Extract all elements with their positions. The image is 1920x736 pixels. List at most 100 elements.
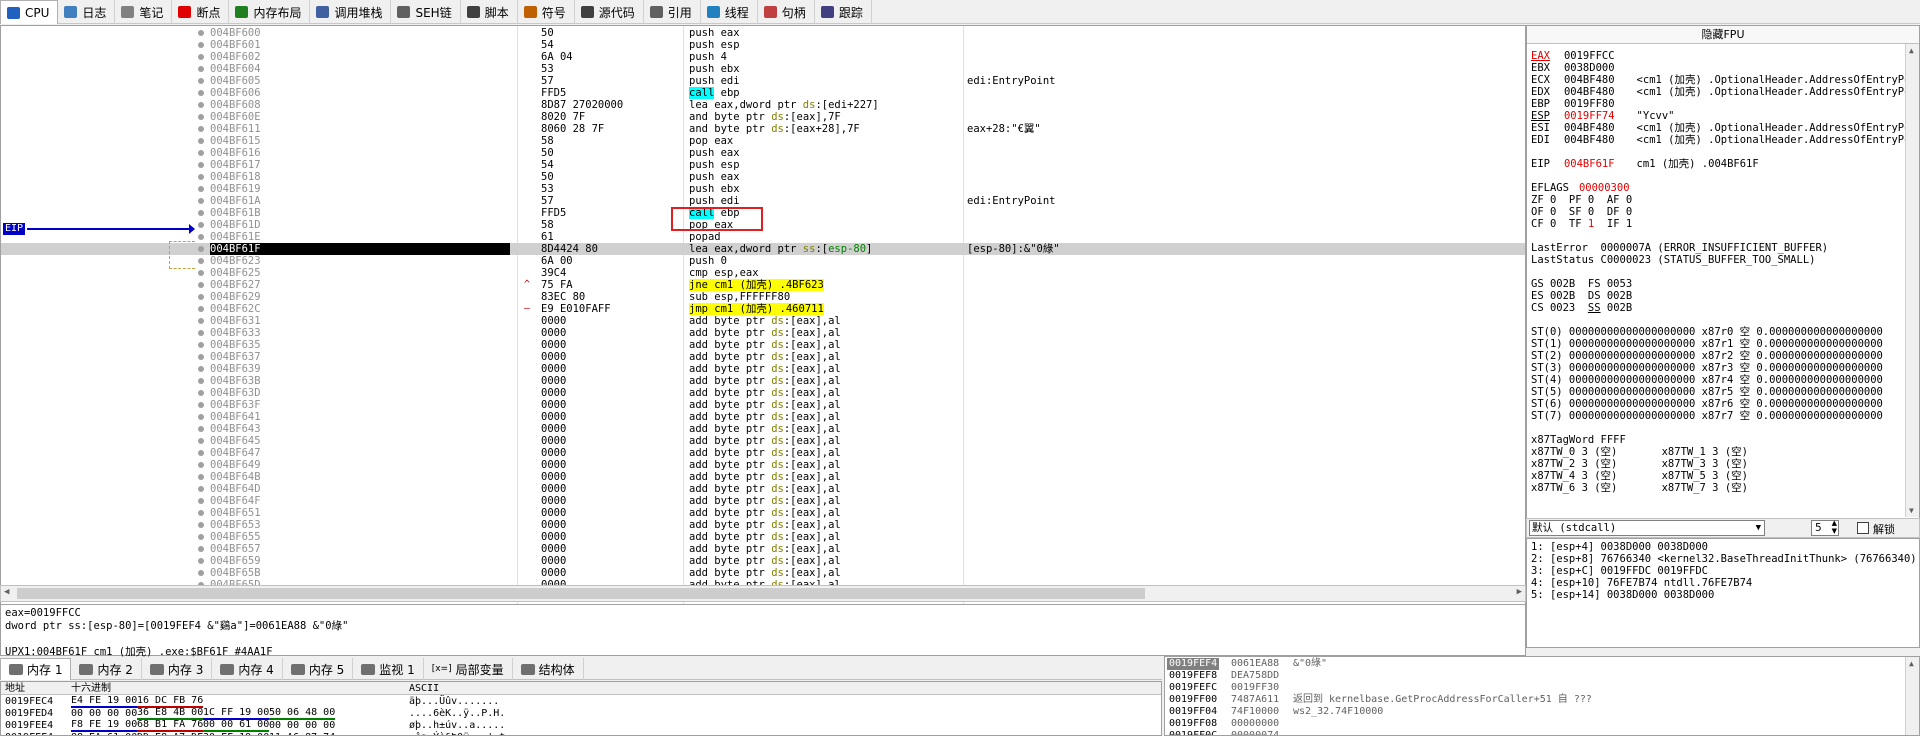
breakpoint-dot-icon[interactable]: [198, 534, 204, 540]
breakpoint-dot-icon[interactable]: [198, 546, 204, 552]
breakpoint-dot-icon[interactable]: [198, 210, 204, 216]
scroll-left-icon[interactable]: ◀: [4, 587, 10, 597]
reg-name-eax[interactable]: EAX: [1531, 50, 1550, 62]
tab-cpu[interactable]: CPU: [0, 0, 59, 24]
breakpoint-dot-icon[interactable]: [198, 558, 204, 564]
breakpoint-dot-icon[interactable]: [198, 486, 204, 492]
breakpoint-dot-icon[interactable]: [198, 366, 204, 372]
reg-name-ebp[interactable]: EBP: [1531, 98, 1550, 110]
reg-value-ecx[interactable]: 004BF480: [1563, 74, 1615, 86]
breakpoint-dot-icon[interactable]: [198, 474, 204, 480]
breakpoint-dot-icon[interactable]: [198, 138, 204, 144]
breakpoint-dot-icon[interactable]: [198, 114, 204, 120]
scroll-right-icon[interactable]: ▶: [1516, 587, 1522, 597]
breakpoint-dot-icon[interactable]: [198, 522, 204, 528]
scroll-up-icon[interactable]: ▲: [1909, 659, 1914, 668]
breakpoint-dot-icon[interactable]: [198, 306, 204, 312]
breakpoint-dot-icon[interactable]: [198, 378, 204, 384]
breakpoint-dot-icon[interactable]: [198, 390, 204, 396]
breakpoint-dot-icon[interactable]: [198, 330, 204, 336]
call-convention-select[interactable]: 默认 (stdcall) ▼: [1529, 520, 1765, 536]
breakpoint-dot-icon[interactable]: [198, 174, 204, 180]
breakpoint-dot-icon[interactable]: [198, 270, 204, 276]
reg-name-ebx[interactable]: EBX: [1531, 62, 1550, 74]
breakpoint-dot-icon[interactable]: [198, 54, 204, 60]
breakpoint-dot-icon[interactable]: [198, 162, 204, 168]
tab-breakpoint[interactable]: 断点: [172, 0, 230, 24]
reg-name-edx[interactable]: EDX: [1531, 86, 1550, 98]
breakpoint-dot-icon[interactable]: [198, 102, 204, 108]
breakpoint-dot-icon[interactable]: [198, 222, 204, 228]
flag-tf-value[interactable]: 1: [1587, 218, 1595, 230]
breakpoint-dot-icon[interactable]: [198, 450, 204, 456]
tab-trace[interactable]: 跟踪: [815, 0, 872, 24]
tab-threads[interactable]: 线程: [701, 0, 758, 24]
scroll-up-icon[interactable]: ▲: [1909, 46, 1914, 55]
breakpoint-dot-icon[interactable]: [198, 42, 204, 48]
hide-fpu-button[interactable]: 隐藏FPU: [1527, 26, 1919, 44]
reg-value-eax[interactable]: 0019FFCC: [1563, 50, 1615, 62]
registers-scrollbar[interactable]: ▲ ▼: [1905, 44, 1919, 517]
breakpoint-dot-icon[interactable]: [198, 510, 204, 516]
breakpoint-dot-icon[interactable]: [198, 438, 204, 444]
breakpoint-dot-icon[interactable]: [198, 342, 204, 348]
breakpoint-dot-icon[interactable]: [198, 570, 204, 576]
reg-value-edx[interactable]: 004BF480: [1563, 86, 1615, 98]
reg-value-ebx[interactable]: 0038D000: [1563, 62, 1615, 74]
tab-call-stack[interactable]: 调用堆栈: [310, 0, 392, 24]
argument-row[interactable]: 5: [esp+14] 0038D000 0038D000: [1531, 589, 1715, 601]
memtab-6[interactable]: 监视 1: [353, 658, 424, 680]
breakpoint-dot-icon[interactable]: [198, 234, 204, 240]
breakpoint-dot-icon[interactable]: [198, 282, 204, 288]
scrollbar-thumb[interactable]: [17, 588, 1145, 599]
tab-notes[interactable]: 笔记: [115, 0, 173, 24]
memtab-1[interactable]: 内存 1: [0, 658, 72, 680]
tab-memory-map[interactable]: 内存布局: [229, 0, 311, 24]
breakpoint-dot-icon[interactable]: [198, 318, 204, 324]
breakpoint-dot-icon[interactable]: [198, 186, 204, 192]
argument-row[interactable]: 2: [esp+8] 76766340 <kernel32.BaseThread…: [1531, 553, 1917, 565]
tab-seh[interactable]: SEH链: [391, 0, 461, 24]
reg-value-edi[interactable]: 004BF480: [1563, 134, 1615, 146]
breakpoint-dot-icon[interactable]: [198, 354, 204, 360]
breakpoint-dot-icon[interactable]: [198, 90, 204, 96]
reg-value-esi[interactable]: 004BF480: [1563, 122, 1615, 134]
